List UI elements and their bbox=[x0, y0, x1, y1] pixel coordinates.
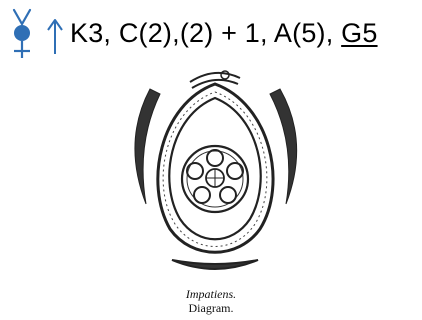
caption-label: Diagram. bbox=[188, 301, 234, 315]
stamen-4 bbox=[193, 186, 211, 204]
lower-sepal bbox=[171, 259, 259, 270]
androecium-ring bbox=[180, 144, 250, 214]
stamen-lobes bbox=[186, 149, 244, 204]
zygomorphic-arrow-icon bbox=[47, 19, 63, 54]
formula-text: K3, C(2),(2) + 1, A(5), G5 bbox=[70, 18, 378, 49]
floral-formula: K3, C(2),(2) + 1, A(5), G5 bbox=[4, 6, 418, 60]
stamen-5 bbox=[186, 162, 204, 180]
bisexual-flower-icon bbox=[12, 8, 32, 58]
formula-gynoecium: G5 bbox=[341, 17, 378, 48]
impatiens-floral-diagram bbox=[134, 70, 298, 270]
petal-shell-outer bbox=[156, 82, 275, 254]
stamen-2 bbox=[226, 162, 244, 180]
ovary-locules bbox=[206, 169, 224, 187]
outer-sepal-left bbox=[134, 88, 161, 205]
upper-petal-lines bbox=[189, 71, 241, 89]
caption-genus: Impatiens. bbox=[185, 287, 237, 301]
petal-shell-inner bbox=[168, 96, 262, 241]
stamen-1 bbox=[206, 149, 224, 167]
outer-sepal-right bbox=[269, 88, 298, 205]
formula-main: K3, C(2),(2) + 1, A(5), bbox=[70, 17, 334, 48]
stamen-3 bbox=[219, 186, 237, 204]
